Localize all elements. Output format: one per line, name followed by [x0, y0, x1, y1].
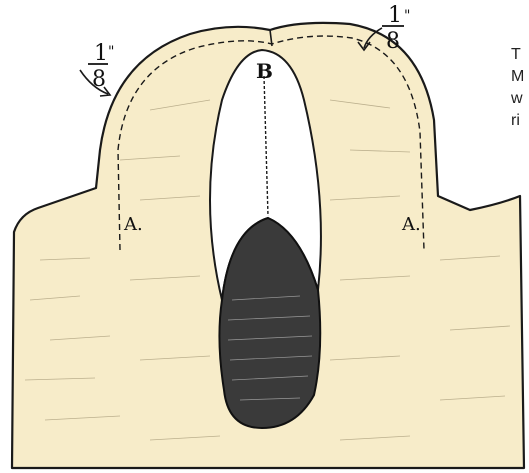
side-text-line-3: w — [511, 88, 523, 110]
side-text-line-2: M — [511, 66, 524, 88]
side-text-line-1: T — [511, 44, 521, 66]
right-fraction-num: 1 — [388, 3, 402, 28]
label-point-a-right: A. — [401, 214, 421, 235]
label-point-b: B — [256, 59, 273, 83]
side-text-line-4: ri — [511, 110, 520, 132]
left-fraction-den: 8 — [92, 67, 106, 92]
left-fraction-mark: " — [108, 44, 114, 60]
label-point-a-left: A. — [123, 214, 143, 235]
right-fraction-mark: " — [404, 8, 410, 24]
right-fraction-den: 8 — [386, 29, 400, 54]
left-fraction-num: 1 — [94, 41, 108, 66]
